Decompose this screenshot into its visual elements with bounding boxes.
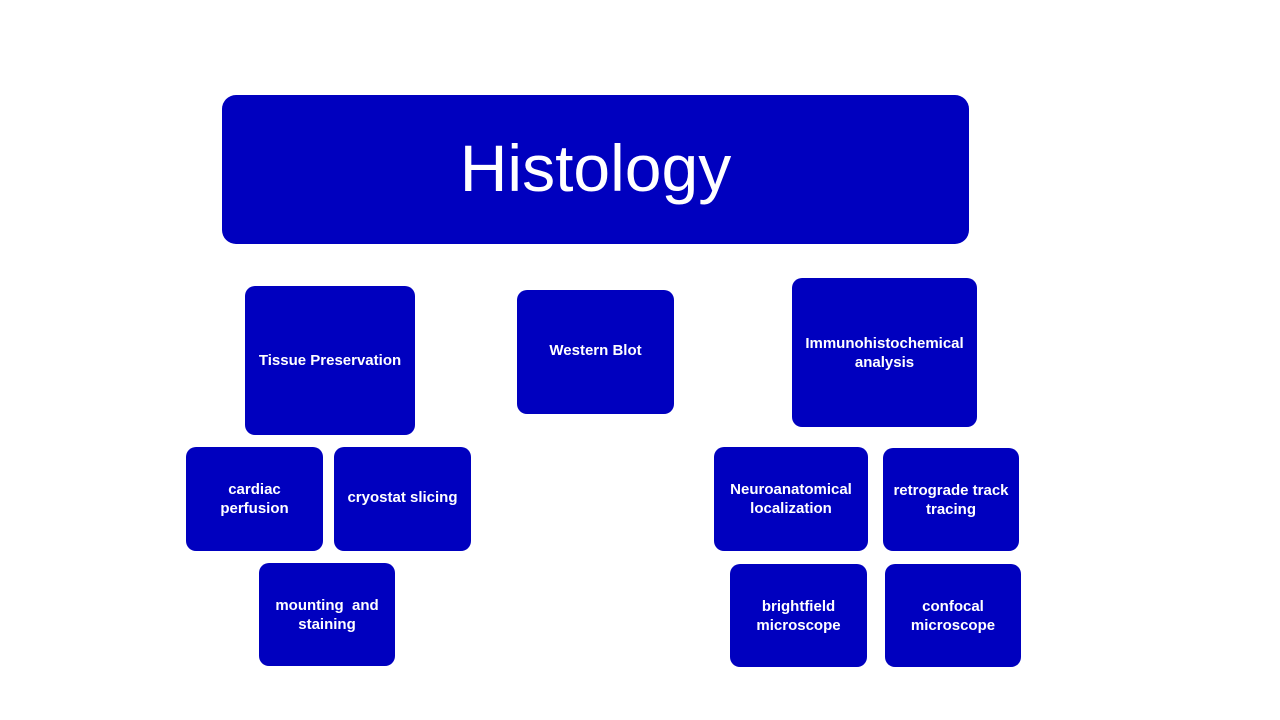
leaf-node-label: confocal microscope [910,597,996,634]
branch-node-label: Western Blot [549,342,642,359]
leaf-node-label: cryostat slicing [347,489,458,506]
leaf-node-label: Neuroanatomical localization [730,481,852,517]
root-node-label: Histology [459,130,732,205]
leaf-node-confocal-microscope: confocal microscope [885,564,1021,667]
leaf-node-label: retrograde track tracing [893,481,1009,518]
branch-node-label: Immunohistochemical analysis [805,334,964,371]
leaf-node-label: cardiac perfusion [220,481,289,517]
leaf-node-neuroanatomical-localization: Neuroanatomical localization [714,447,868,551]
leaf-node-brightfield-microscope: brightfield microscope [730,564,867,667]
root-node-histology: Histology [222,95,969,244]
leaf-node-cryostat-slicing: cryostat slicing [334,447,471,551]
leaf-node-label: brightfield microscope [756,597,841,634]
branch-node-western-blot: Western Blot [517,290,674,414]
leaf-node-cardiac-perfusion: cardiac perfusion [186,447,323,551]
branch-node-label: Tissue Preservation [258,352,402,369]
leaf-node-label: mounting and staining [275,596,383,633]
leaf-node-mounting-and-staining: mounting and staining [259,563,395,666]
branch-node-immunohistochemical-analysis: Immunohistochemical analysis [792,278,977,427]
branch-node-tissue-preservation: Tissue Preservation [245,286,415,435]
leaf-node-retrograde-track-tracing: retrograde track tracing [883,448,1019,551]
